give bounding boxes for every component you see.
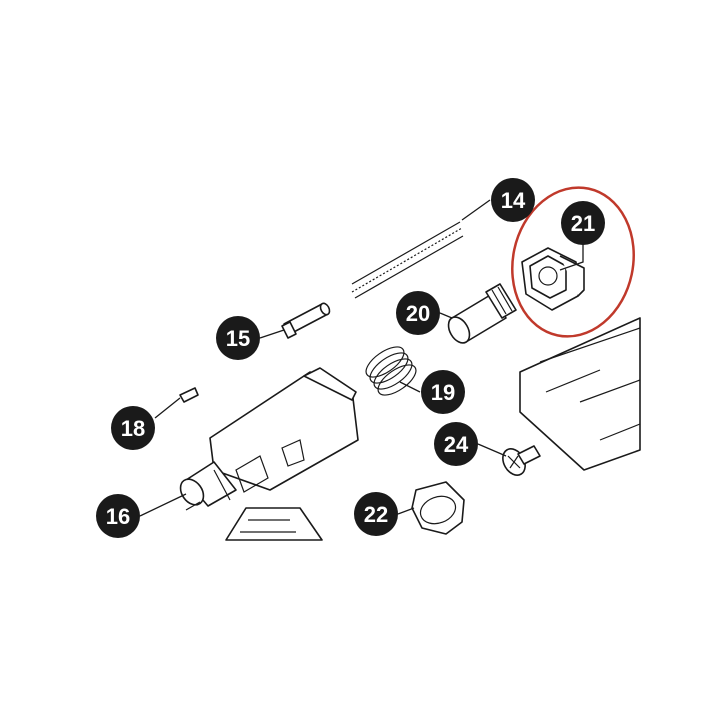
callout-16-text: 16	[106, 504, 130, 529]
callout-16: 16	[96, 494, 140, 538]
leader-22	[397, 507, 415, 515]
leader-20	[439, 312, 453, 319]
callout-15-text: 15	[226, 326, 250, 351]
callout-21: 21	[561, 201, 605, 245]
highlight-ring-part-21	[511, 186, 635, 338]
leader-15	[259, 329, 285, 339]
callout-20-text: 20	[406, 301, 430, 326]
leader-19	[399, 381, 421, 393]
part-24-screw	[502, 445, 541, 476]
callout-14: 14	[491, 178, 535, 222]
callout-19-text: 19	[431, 380, 455, 405]
callout-18: 18	[111, 406, 155, 450]
callout-24-text: 24	[444, 432, 469, 457]
leader-18	[154, 397, 181, 419]
leader-24	[477, 443, 507, 457]
callout-20: 20	[396, 291, 440, 335]
callout-21-text: 21	[571, 211, 595, 236]
partial-frame-bottom	[225, 507, 323, 541]
callout-15: 15	[216, 316, 260, 360]
part-15-pin	[281, 302, 331, 339]
leader-14	[461, 199, 491, 221]
part-21-bracket	[521, 247, 585, 311]
leader-21	[559, 242, 584, 271]
leader-16	[139, 493, 187, 517]
callout-18-text: 18	[121, 416, 145, 441]
part-20-nozzle	[447, 283, 517, 344]
callout-14-text: 14	[501, 188, 526, 213]
part-22-cap	[411, 481, 465, 535]
callout-22: 22	[354, 492, 398, 536]
callout-22-text: 22	[364, 502, 388, 527]
callout-19: 19	[421, 370, 465, 414]
part-19-spring	[365, 346, 417, 396]
partial-slide	[519, 317, 641, 471]
part-16-housing	[179, 367, 359, 511]
callout-24: 24	[434, 422, 478, 466]
part-18-small-pin	[179, 387, 199, 403]
part-14-spring	[351, 221, 464, 299]
